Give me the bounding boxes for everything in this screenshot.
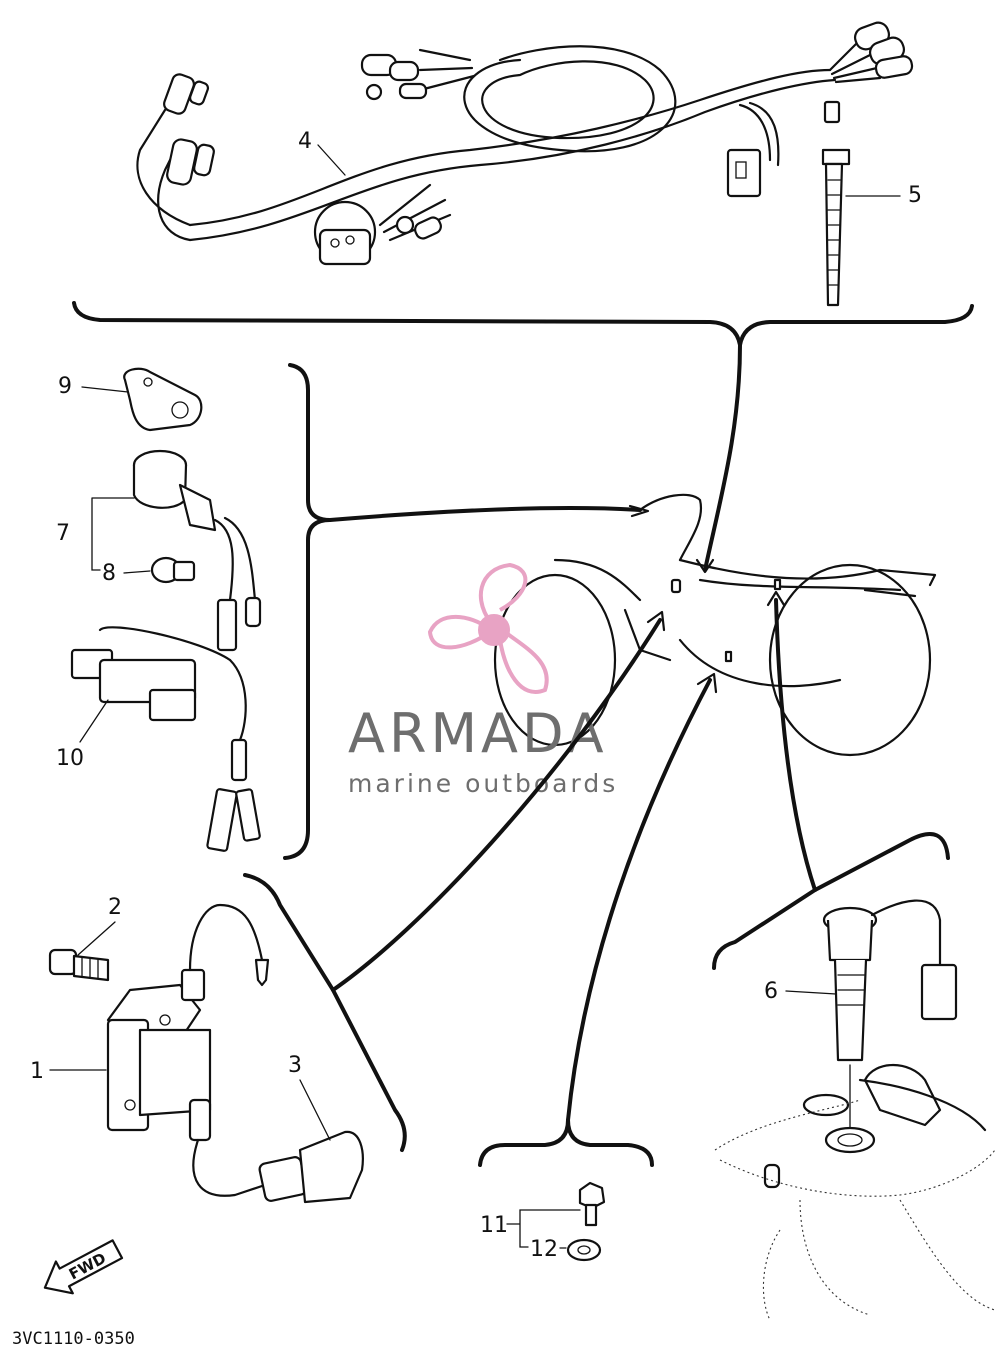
cable-tie — [821, 100, 851, 307]
top-group-bracket — [72, 301, 974, 347]
sender-group-bracket — [712, 832, 950, 970]
callout-11: 11 — [480, 1213, 508, 1238]
wire-harness — [136, 21, 914, 266]
callout-1: 1 — [30, 1059, 44, 1084]
callout-8: 8 — [102, 561, 116, 586]
callout-6: 6 — [764, 979, 778, 1004]
armada-watermark: ARMADA marine outboards — [348, 562, 618, 798]
callout-5: 5 — [908, 183, 922, 208]
washer — [566, 1238, 602, 1262]
callout-9: 9 — [58, 374, 72, 399]
svg-text:marine outboards: marine outboards — [348, 769, 618, 798]
indicator-bulb — [150, 556, 196, 584]
left-group-bracket — [283, 363, 332, 860]
propeller-logo-icon — [427, 562, 549, 694]
bracket-plate — [123, 367, 203, 432]
coil-group-bracket — [243, 873, 407, 1152]
screw — [578, 1181, 606, 1227]
coil-bolt — [48, 948, 110, 982]
ignition-coil — [106, 903, 270, 1142]
indicator-socket — [132, 449, 262, 652]
plug-cap — [192, 1130, 364, 1204]
screw-group-bracket — [478, 1118, 654, 1167]
callout-4: 4 — [298, 129, 312, 154]
callout-10: 10 — [56, 746, 84, 771]
svg-text:ARMADA: ARMADA — [348, 702, 608, 765]
flasher-relay — [70, 626, 261, 852]
callout-3: 3 — [288, 1053, 302, 1078]
fwd-arrow-icon: FWD — [43, 1239, 124, 1295]
fuel-tank-outline — [714, 1063, 996, 1321]
callout-2: 2 — [108, 895, 122, 920]
drawing-code: 3VC1110-0350 — [12, 1329, 135, 1349]
fuel-sender — [822, 899, 958, 1136]
callout-12: 12 — [530, 1237, 558, 1262]
callout-7: 7 — [56, 521, 70, 546]
